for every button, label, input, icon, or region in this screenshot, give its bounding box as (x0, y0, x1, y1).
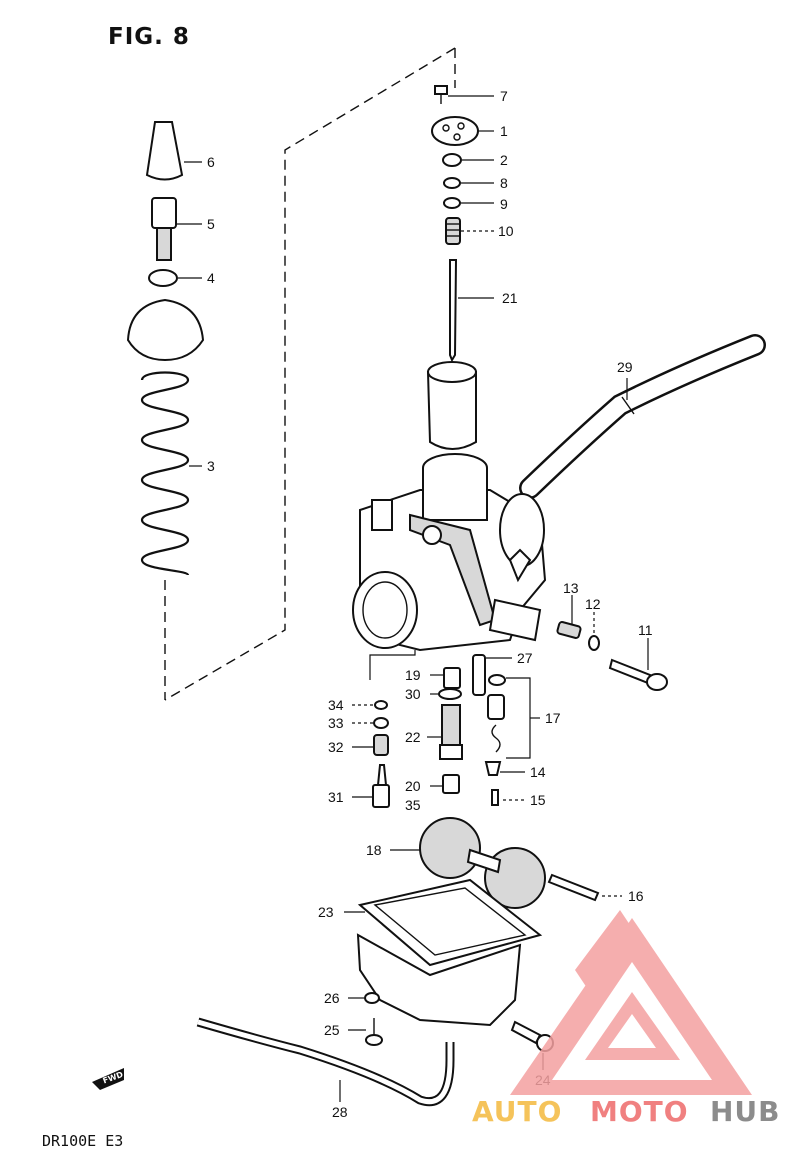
label-1: 1 (500, 123, 508, 139)
watermark-logo (510, 910, 752, 1095)
part-13-spring (556, 621, 582, 639)
label-33: 33 (328, 715, 344, 731)
part-9-washer (443, 197, 461, 209)
watermark-text-moto: MOTO (590, 1095, 689, 1128)
label-25: 25 (324, 1022, 340, 1038)
part-6-rubber-cap (145, 121, 184, 181)
part-33-oring (373, 717, 389, 729)
label-14: 14 (530, 764, 546, 780)
watermark-text-hub: HUB (710, 1095, 781, 1128)
part-34-washer (374, 700, 388, 710)
label-28: 28 (332, 1104, 348, 1120)
label-31: 31 (328, 789, 344, 805)
label-27: 27 (517, 650, 533, 666)
throttle-top-cap (126, 298, 205, 362)
part-17-float-valve (487, 694, 505, 720)
part-17-needle-spring (491, 724, 501, 753)
label-30: 30 (405, 686, 421, 702)
part-20-main-jet (442, 774, 460, 794)
label-20: 20 (405, 778, 421, 794)
part-10-spring (445, 217, 461, 245)
watermark-text-auto: AUTO (472, 1095, 562, 1128)
carburetor-body (352, 453, 547, 652)
part-32-spring (373, 734, 389, 756)
label-26: 26 (324, 990, 340, 1006)
label-23: 23 (318, 904, 334, 920)
label-11: 11 (638, 622, 653, 638)
part-26-washer (364, 992, 380, 1004)
part-8-clip (443, 177, 461, 189)
part-15-pin (491, 789, 499, 806)
label-2: 2 (500, 152, 508, 168)
fwd-arrow-icon: FWD (92, 1068, 125, 1090)
float-chamber (356, 933, 522, 1027)
label-6: 6 (207, 154, 215, 170)
part-31-screw (372, 764, 390, 808)
watermark-wordmark: AUTO MOTO HUB (472, 1095, 781, 1128)
label-34: 34 (328, 697, 344, 713)
label-18: 18 (366, 842, 382, 858)
label-9: 9 (500, 196, 508, 212)
label-8: 8 (500, 175, 508, 191)
label-35: 35 (405, 797, 421, 813)
part-1-plate (431, 116, 479, 146)
part-5-adjuster (151, 197, 177, 261)
label-12: 12 (585, 596, 601, 612)
label-29: 29 (617, 359, 633, 375)
part-18-float (419, 817, 546, 909)
part-21-jet-needle (449, 259, 458, 363)
label-4: 4 (207, 270, 215, 286)
label-5: 5 (207, 216, 215, 232)
label-32: 32 (328, 739, 344, 755)
part-23-gasket (357, 878, 543, 967)
assembly-dashed-outline (164, 47, 456, 701)
label-21: 21 (502, 290, 518, 306)
part-2-retainer (442, 153, 462, 167)
label-16: 16 (628, 888, 644, 904)
label-17: 17 (545, 710, 561, 726)
part-30-oring (438, 688, 462, 700)
label-10: 10 (498, 223, 514, 239)
part-11-air-screw (608, 658, 668, 691)
figure-title: FIG. 8 (108, 24, 190, 50)
label-7: 7 (500, 88, 508, 104)
part-3-throttle-spring (140, 371, 190, 577)
part-7-screw (434, 85, 448, 104)
part-17-oring (488, 674, 506, 686)
label-15: 15 (530, 792, 546, 808)
part-22-needle-jet (439, 704, 463, 760)
part-25-screw (365, 1018, 383, 1046)
part-16-float-pin (547, 873, 600, 902)
label-22: 22 (405, 729, 421, 745)
throttle-slide (426, 361, 477, 450)
part-12-washer (588, 635, 600, 651)
label-13: 13 (563, 580, 579, 596)
part-19-jet-holder (443, 667, 461, 689)
label-19: 19 (405, 667, 421, 683)
model-code: DR100E E3 (42, 1132, 124, 1150)
part-14-clip (484, 761, 502, 776)
label-3: 3 (207, 458, 215, 474)
part-4-nut (148, 269, 178, 287)
part-27-pilot-jet (472, 654, 486, 696)
